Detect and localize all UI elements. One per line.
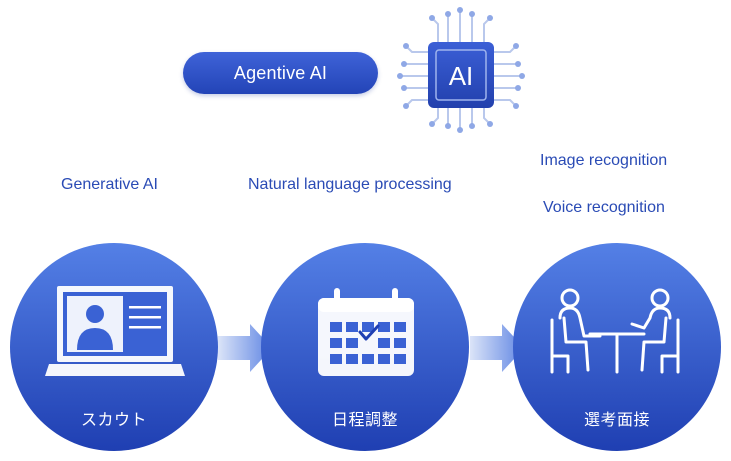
ai-chip-icon: AI: [392, 4, 532, 136]
step-scout: スカウト: [9, 242, 219, 452]
laptop-profile-icon: [45, 286, 185, 376]
interview-table-icon: [550, 288, 680, 374]
tech-image-recognition: Image recognition: [540, 152, 668, 169]
arrow-right-icon: [470, 324, 524, 372]
step-scheduling: 日程調整: [260, 242, 470, 452]
agentive-ai-badge: Agentive AI: [183, 52, 378, 94]
step-interview-label: 選考面接: [583, 412, 650, 429]
calendar-check-icon: [318, 288, 414, 376]
tech-nlp: Natural language processing: [248, 176, 452, 193]
tech-voice-recognition: Voice recognition: [543, 199, 665, 216]
step-interview: 選考面接: [512, 242, 722, 452]
step-scheduling-label: 日程調整: [331, 412, 398, 429]
tech-generative-ai: Generative AI: [61, 176, 158, 193]
ai-chip-label: AI: [449, 61, 474, 91]
step-scout-label: スカウト: [80, 412, 147, 429]
arrow-right-icon: [218, 324, 272, 372]
agentive-ai-label: Agentive AI: [233, 62, 328, 83]
